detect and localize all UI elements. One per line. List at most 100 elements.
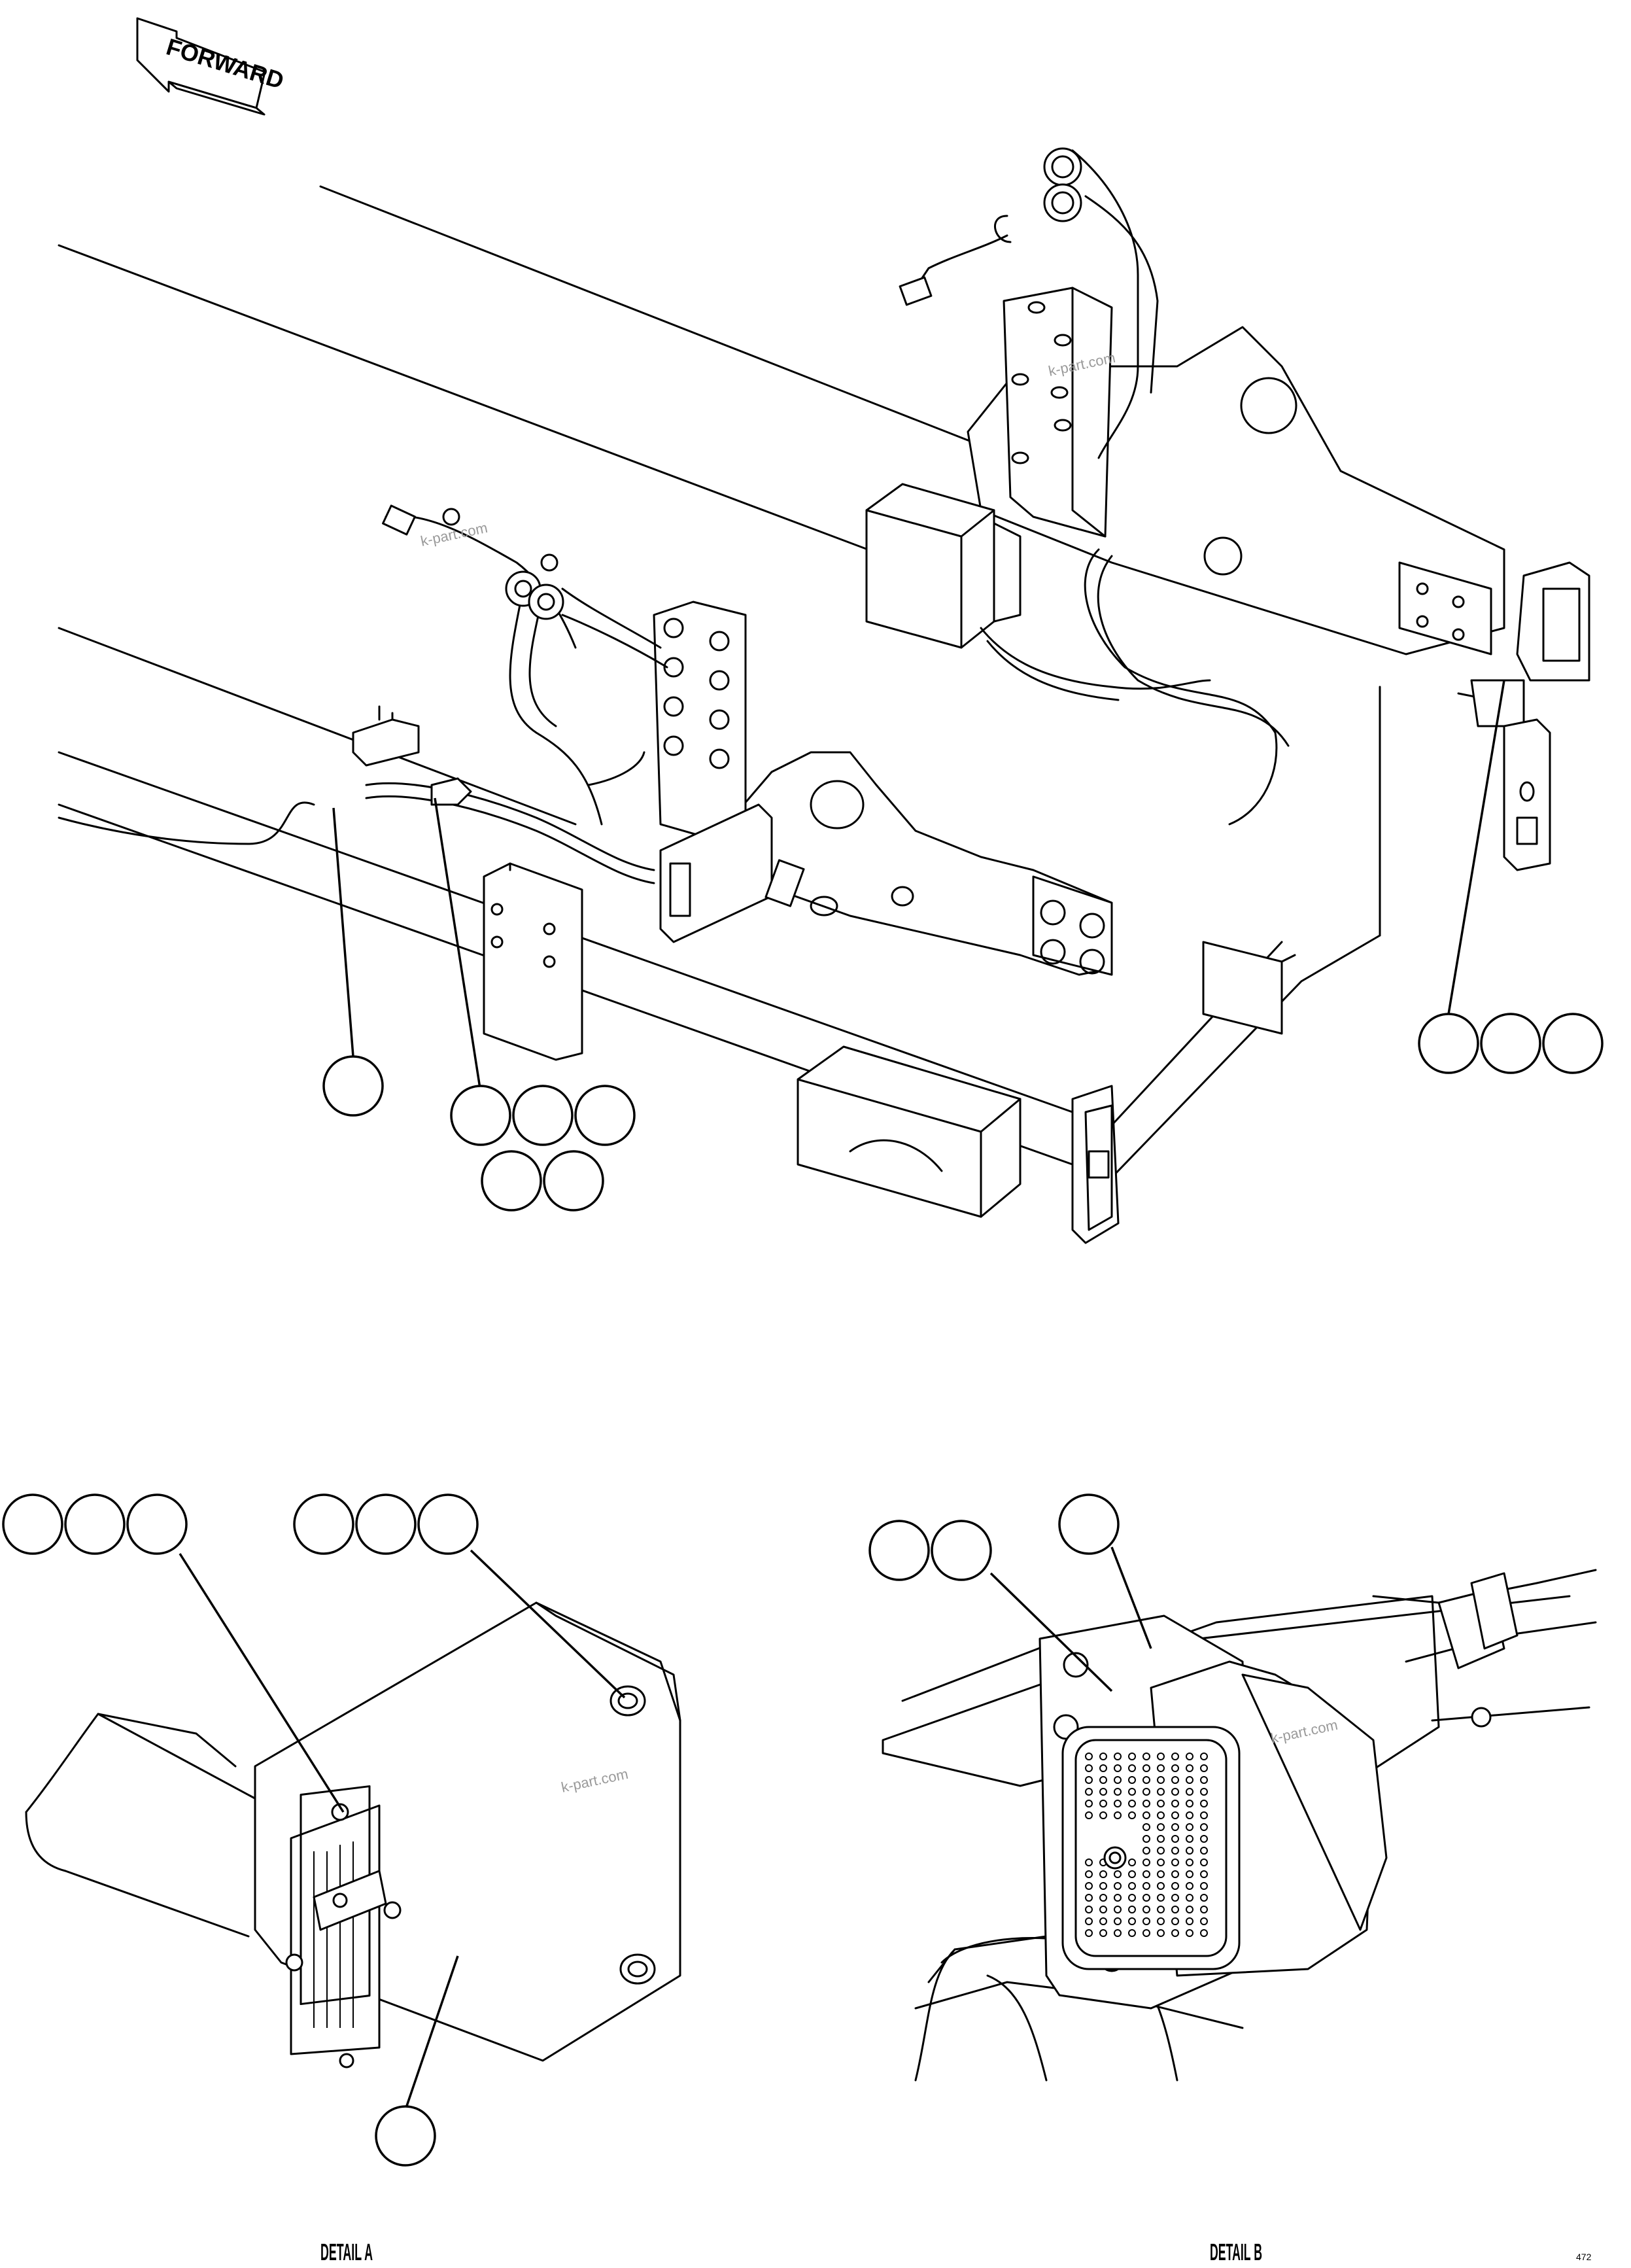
connector-pin bbox=[1128, 1800, 1136, 1807]
detail-b: k-part.com DETAIL B 472 bbox=[868, 1493, 1597, 2265]
connector-pin bbox=[1157, 1753, 1165, 1760]
connector-pin bbox=[1157, 1847, 1165, 1855]
connector-pin bbox=[1200, 1917, 1208, 1925]
connector-pin bbox=[1142, 1906, 1150, 1913]
callout-balloon bbox=[481, 1150, 542, 1212]
connector-pin bbox=[1186, 1788, 1193, 1796]
callout-group-1 bbox=[322, 807, 384, 1117]
connector-pin bbox=[1200, 1800, 1208, 1807]
connector-pin bbox=[1085, 1776, 1093, 1784]
connector-pin bbox=[1114, 1929, 1122, 1937]
connector-pin bbox=[1186, 1847, 1193, 1855]
connector-pin bbox=[1171, 1753, 1179, 1760]
connector-pin bbox=[1171, 1776, 1179, 1784]
connector-pin bbox=[1142, 1882, 1150, 1890]
main-frame-assembly: k-part.com k-part.com bbox=[58, 147, 1590, 1244]
connector-pin bbox=[1114, 1788, 1122, 1796]
connector-pin bbox=[1200, 1776, 1208, 1784]
connector-pin bbox=[1171, 1906, 1179, 1913]
connector-pin bbox=[1157, 1894, 1165, 1902]
connector-pin bbox=[1171, 1917, 1179, 1925]
callout-balloon bbox=[375, 2105, 436, 2167]
connector-pin bbox=[1128, 1870, 1136, 1878]
connector-pin bbox=[1142, 1823, 1150, 1831]
connector-pin bbox=[1099, 1800, 1107, 1807]
connector-pin bbox=[1157, 1788, 1165, 1796]
connector-pin bbox=[1085, 1788, 1093, 1796]
connector-pin bbox=[1128, 1894, 1136, 1902]
connector-pin bbox=[1142, 1858, 1150, 1866]
connector-pin bbox=[1099, 1882, 1107, 1890]
connector-pin bbox=[1099, 1753, 1107, 1760]
connector-pin bbox=[1142, 1800, 1150, 1807]
connector-pin bbox=[1085, 1882, 1093, 1890]
callout-balloon bbox=[1418, 1013, 1479, 1074]
connector-pin bbox=[1171, 1764, 1179, 1772]
connector-pin bbox=[1128, 1917, 1136, 1925]
callout-balloon bbox=[574, 1085, 636, 1146]
connector-pin bbox=[1157, 1858, 1165, 1866]
pin-array bbox=[313, 1841, 354, 2028]
connector-pin bbox=[1128, 1788, 1136, 1796]
connector-pin bbox=[1171, 1882, 1179, 1890]
connector-pin bbox=[1200, 1764, 1208, 1772]
connector-pin bbox=[1142, 1753, 1150, 1760]
callout-balloon bbox=[126, 1493, 188, 1555]
connector-pin bbox=[1186, 1870, 1193, 1878]
connector-pin bbox=[1085, 1764, 1093, 1772]
connector-pin bbox=[1099, 1870, 1107, 1878]
connector-pin bbox=[1186, 1906, 1193, 1913]
connector-pin bbox=[1142, 1811, 1150, 1819]
connector-pin bbox=[1142, 1835, 1150, 1843]
callout-balloon bbox=[868, 1520, 930, 1581]
connector-pin bbox=[1171, 1823, 1179, 1831]
connector-pin bbox=[1186, 1894, 1193, 1902]
connector-pin bbox=[1114, 1882, 1122, 1890]
connector-pin bbox=[1142, 1764, 1150, 1772]
connector-pin bbox=[1099, 1811, 1107, 1819]
connector-pin bbox=[1128, 1776, 1136, 1784]
connector-pin bbox=[1128, 1882, 1136, 1890]
connector-pin bbox=[1157, 1835, 1165, 1843]
callout-balloon bbox=[417, 1493, 479, 1555]
connector-pin bbox=[1085, 1870, 1093, 1878]
drawing-number: 472 bbox=[1576, 2252, 1592, 2262]
connector-pin bbox=[1171, 1894, 1179, 1902]
callout-balloon bbox=[1058, 1493, 1120, 1555]
connector-pin bbox=[1142, 1847, 1150, 1855]
callout-balloon bbox=[543, 1150, 604, 1212]
connector-pin bbox=[1085, 1858, 1093, 1866]
connector-pin bbox=[1200, 1870, 1208, 1878]
connector-pin bbox=[1099, 1764, 1107, 1772]
connector-pin bbox=[1200, 1929, 1208, 1937]
connector-pin bbox=[1099, 1788, 1107, 1796]
connector-pin bbox=[1186, 1882, 1193, 1890]
connector-pin bbox=[1085, 1906, 1093, 1913]
connector-pin bbox=[1099, 1894, 1107, 1902]
connector-pin bbox=[1157, 1776, 1165, 1784]
callout-balloon bbox=[293, 1493, 354, 1555]
connector-pin bbox=[1114, 1917, 1122, 1925]
connector-pin bbox=[1186, 1800, 1193, 1807]
connector-pin bbox=[1186, 1858, 1193, 1866]
callout-balloon bbox=[322, 1055, 384, 1117]
callout-balloon bbox=[355, 1493, 417, 1555]
connector-pin bbox=[1099, 1776, 1107, 1784]
connector-pin bbox=[1171, 1835, 1179, 1843]
connector-pin bbox=[1157, 1917, 1165, 1925]
connector-pin bbox=[1171, 1847, 1179, 1855]
forward-arrow-icon: FORWARD bbox=[136, 17, 287, 116]
connector-pin bbox=[1142, 1776, 1150, 1784]
connector-pin bbox=[1142, 1929, 1150, 1937]
connector-pin bbox=[1114, 1776, 1122, 1784]
connector-pin bbox=[1157, 1870, 1165, 1878]
connector-pin bbox=[1186, 1753, 1193, 1760]
connector-pin bbox=[1171, 1870, 1179, 1878]
connector-pin bbox=[1200, 1847, 1208, 1855]
connector-pin bbox=[1186, 1917, 1193, 1925]
connector-pin bbox=[1157, 1882, 1165, 1890]
connector-pin bbox=[1186, 1776, 1193, 1784]
callout-balloon bbox=[450, 1085, 511, 1146]
connector-pin bbox=[1114, 1811, 1122, 1819]
